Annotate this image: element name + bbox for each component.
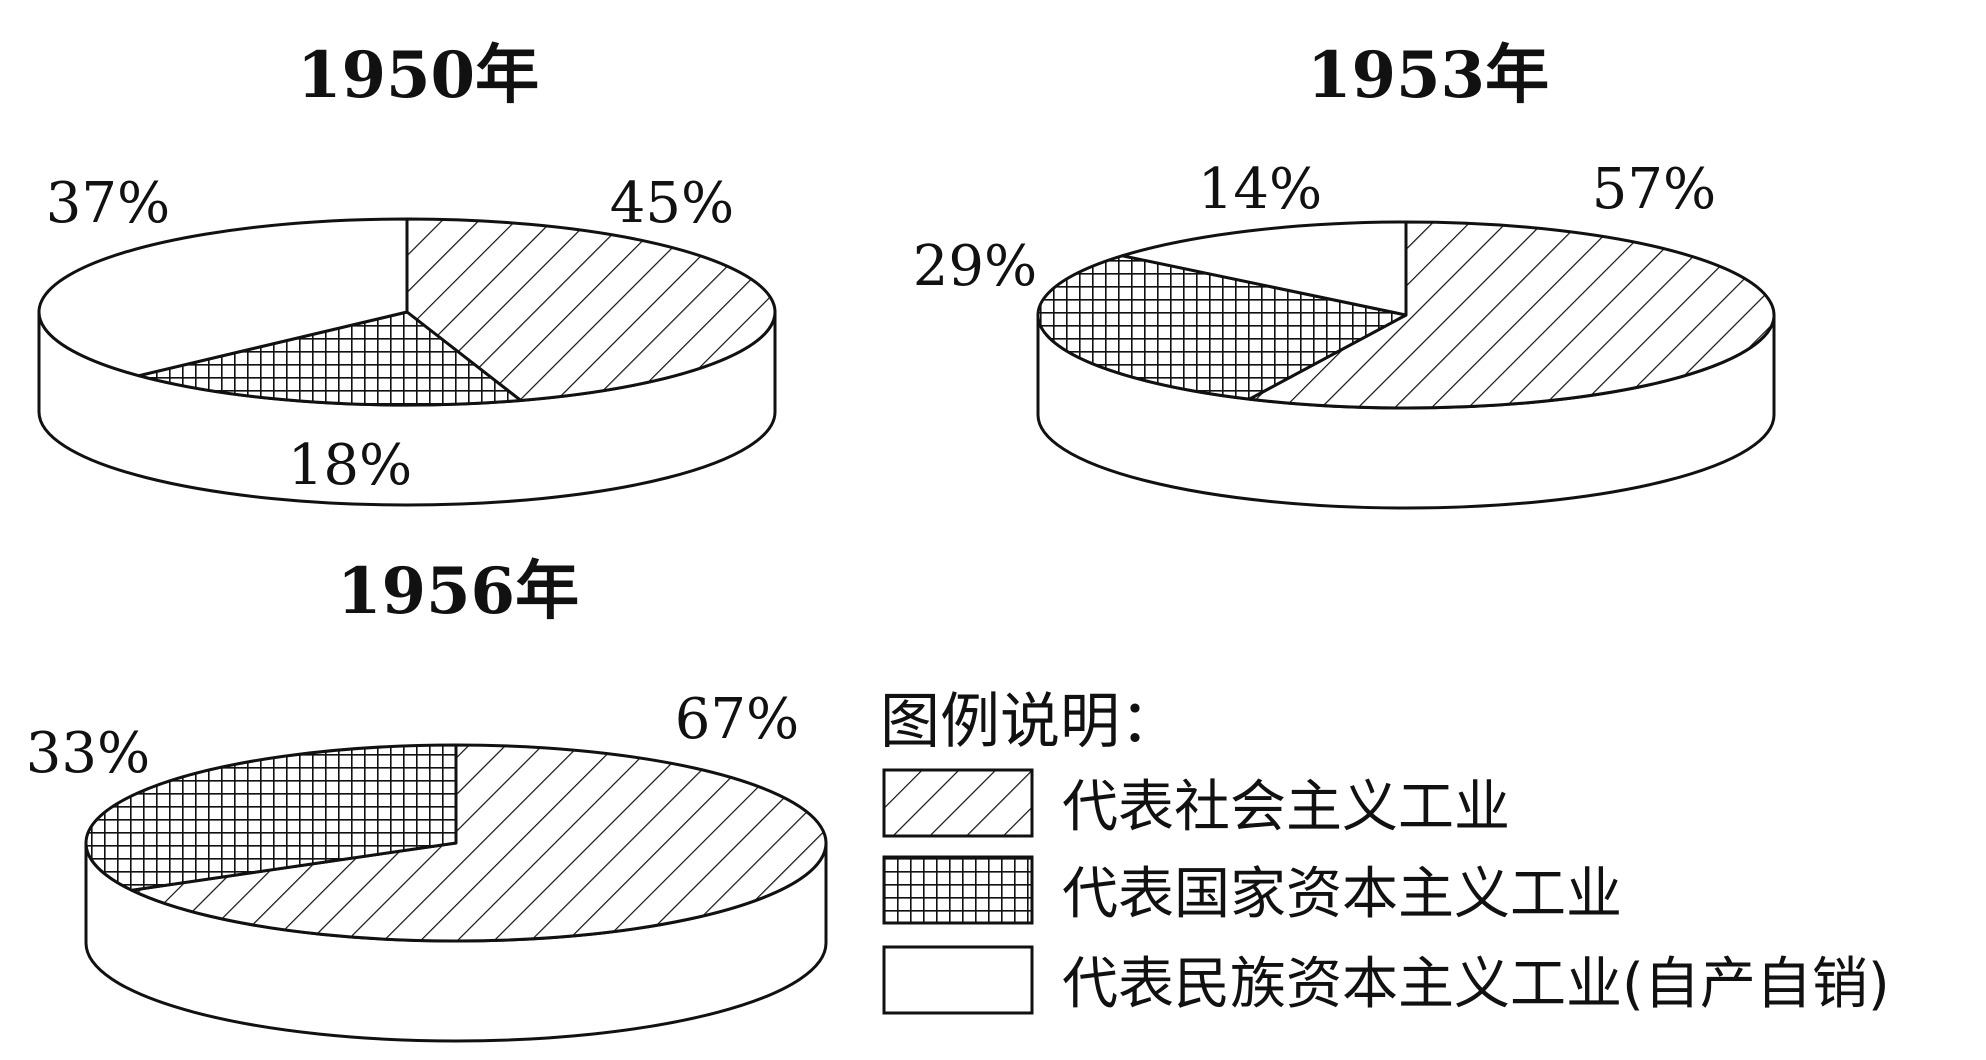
slice-label-socialist-1953: 57% (1592, 157, 1716, 222)
pie-slice-national-capitalist-1953 (1120, 220, 1408, 317)
legend-swatch-socialist (882, 768, 1034, 838)
pie-body-1950 (37, 217, 777, 507)
pie-slice-state-capitalist-1950 (137, 310, 523, 407)
pie-slice-socialist-1950 (405, 217, 777, 402)
pie-slice-state-capitalist-1956 (84, 743, 458, 892)
slice-label-state-capitalist-1956: 33% (26, 721, 150, 786)
legend-label-national-capitalist: 代表民族资本主义工业(自产自销) (1062, 952, 1890, 1017)
pie-chart-1956: 1956年 67% 33% (26, 554, 828, 1043)
pie-slice-state-capitalist-1953 (1036, 254, 1408, 401)
slice-label-national-capitalist-1953: 14% (1198, 157, 1322, 222)
legend-title: 图例说明： (880, 687, 1180, 757)
pie-slice-national-capitalist-1950 (37, 217, 409, 378)
slice-label-state-capitalist-1950: 18% (288, 433, 412, 498)
pie-body-1956 (84, 743, 828, 1043)
chart-title-1953: 1953年 (1307, 38, 1549, 113)
legend: 图例说明： 代表社会主义工业 代表国家资本主义工业 代表民族资本主义工业(自产自… (880, 687, 1890, 1017)
slice-label-national-capitalist-1950: 37% (46, 171, 170, 236)
chart-title-1956: 1956年 (337, 554, 579, 629)
pie-chart-1953: 1953年 57% 29% 14% (913, 38, 1776, 510)
legend-label-state-capitalist: 代表国家资本主义工业 (1062, 862, 1622, 927)
slice-label-state-capitalist-1953: 29% (913, 234, 1037, 299)
legend-swatch-state-capitalist (882, 855, 1034, 925)
legend-label-socialist: 代表社会主义工业 (1062, 775, 1510, 840)
pie-chart-1950: 1950年 45% 18% 37% (37, 38, 777, 507)
pie-slice-socialist-1956 (130, 743, 828, 943)
pie-body-1953 (1036, 220, 1776, 510)
pie-slice-socialist-1953 (1247, 220, 1776, 410)
chart-title-1950: 1950年 (297, 38, 539, 113)
legend-swatch-national-capitalist (882, 945, 1034, 1015)
slice-label-socialist-1956: 67% (675, 687, 799, 752)
slice-label-socialist-1950: 45% (610, 171, 734, 236)
